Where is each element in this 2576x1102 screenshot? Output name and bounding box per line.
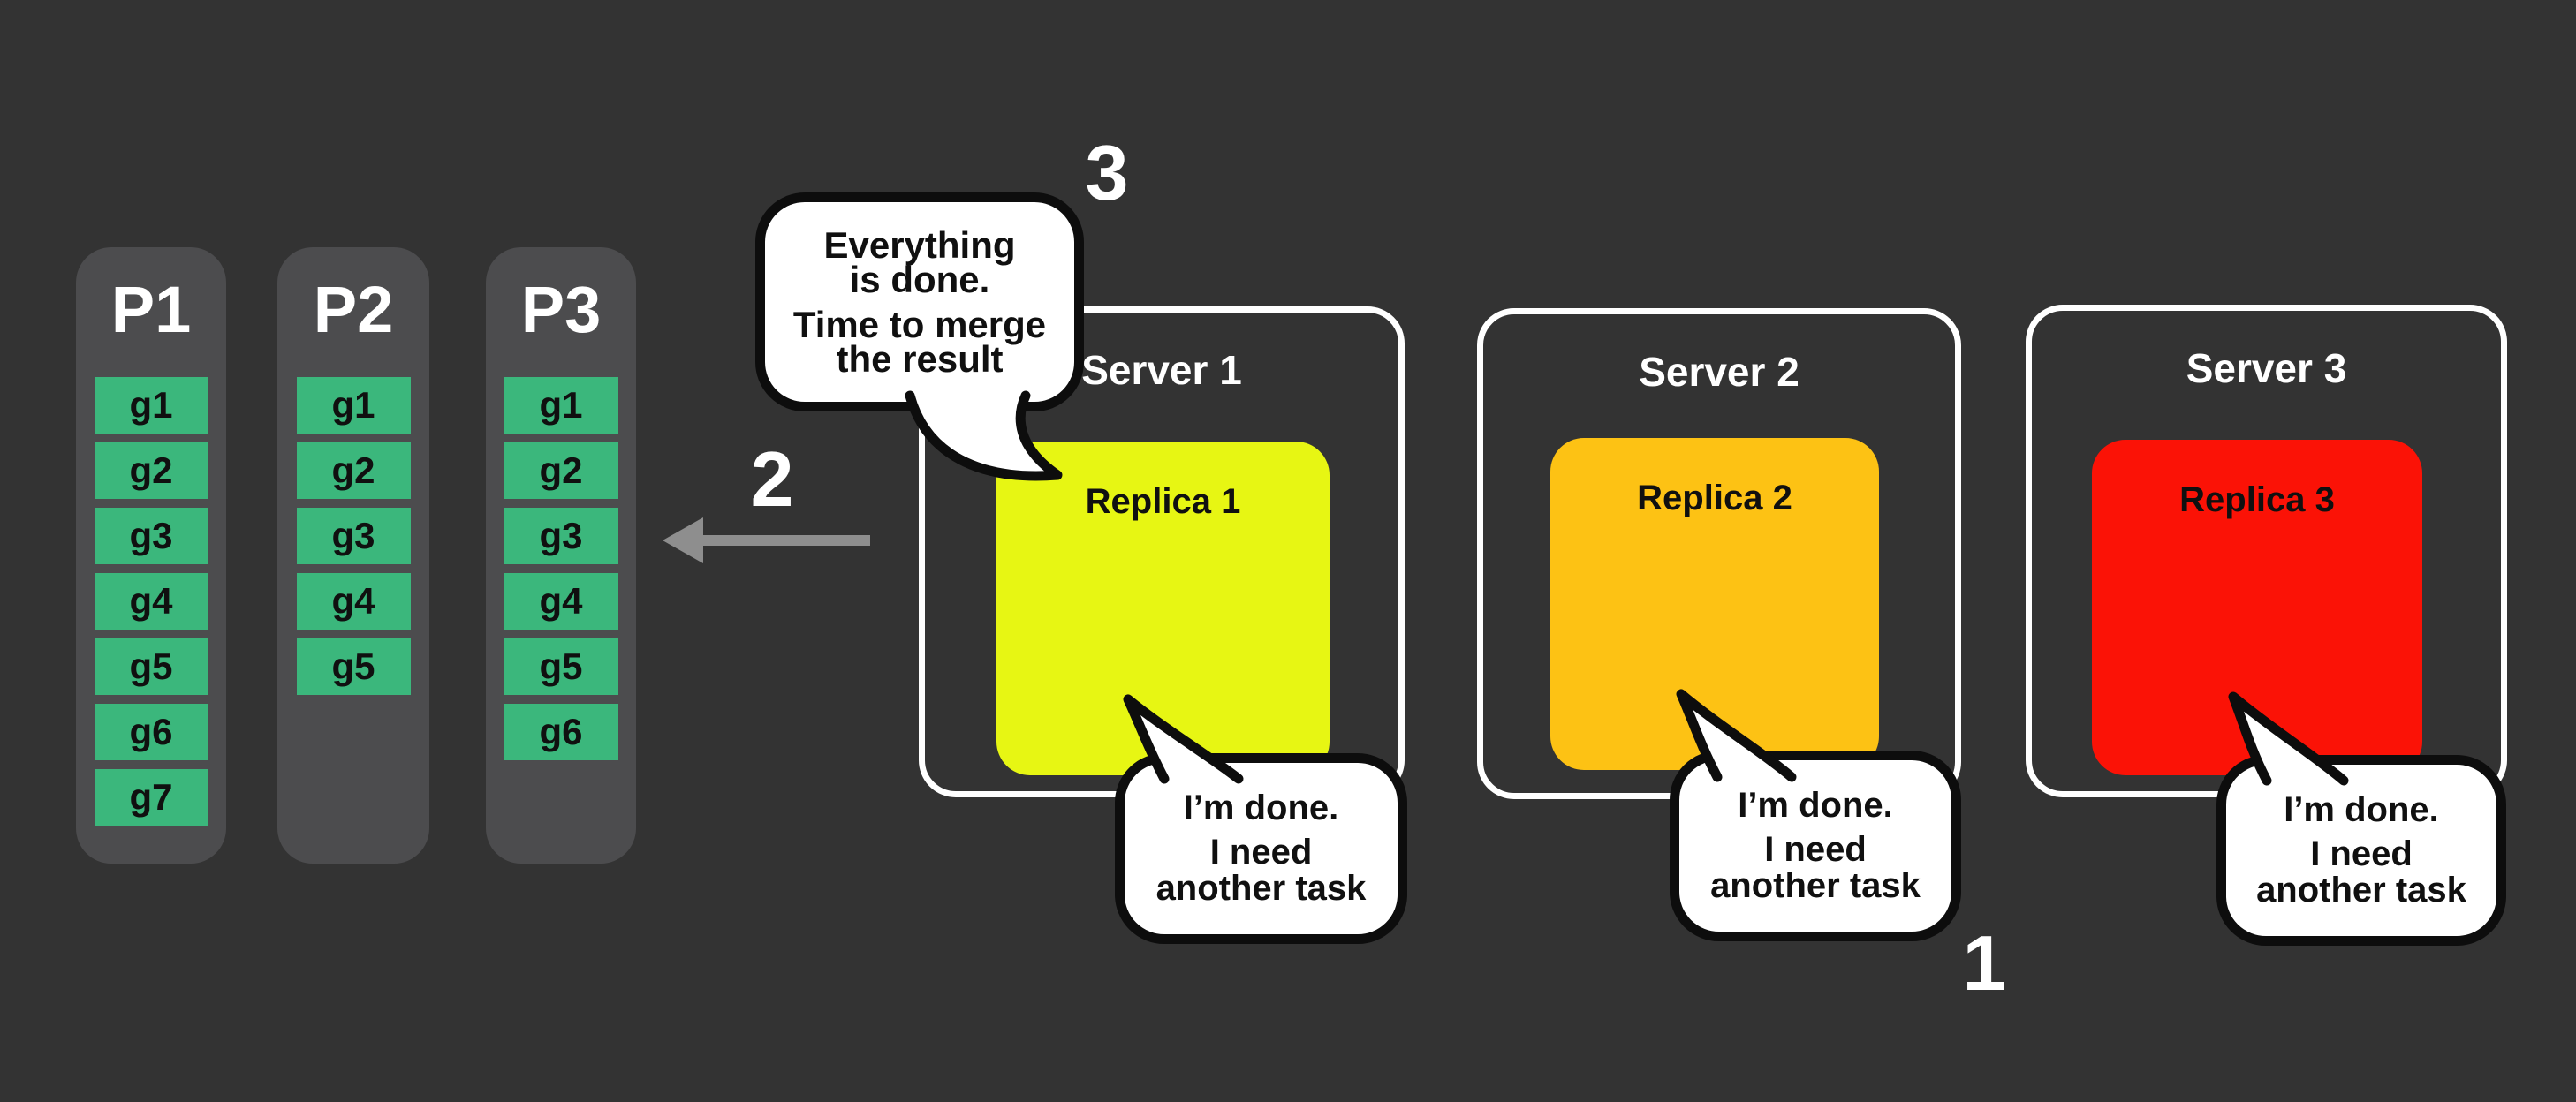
bubble-line: I’m done. xyxy=(1183,789,1339,827)
arrow-left-icon xyxy=(663,517,870,563)
task-chip: g7 xyxy=(94,769,208,826)
bubble-line: I need xyxy=(2310,834,2413,873)
replica-label: Replica 1 xyxy=(1085,482,1241,521)
partition-label: P2 xyxy=(313,273,394,346)
replica-label: Replica 3 xyxy=(2179,480,2335,519)
server-label: Server 2 xyxy=(1639,349,1799,395)
partition-column-p1: P1 g1 g2 g3 g4 g5 g6 g7 xyxy=(76,247,226,864)
task-chip: g4 xyxy=(94,573,208,630)
task-list: g1 g2 g3 g4 g5 xyxy=(296,377,411,695)
task-chip: g1 xyxy=(296,377,411,434)
task-list: g1 g2 g3 g4 g5 g6 g7 xyxy=(94,377,208,826)
step-number-1: 1 xyxy=(1962,919,2006,1007)
bubble-line: I need xyxy=(1764,830,1867,869)
partition-label: P3 xyxy=(520,273,602,346)
bubble-line: the result xyxy=(836,338,1004,380)
bubble-line: another task xyxy=(1155,869,1367,908)
partition-label: P1 xyxy=(110,273,192,346)
task-chip: g3 xyxy=(94,508,208,564)
bubble-line: another task xyxy=(1710,866,1921,905)
partition-column-p3: P3 g1 g2 g3 g4 g5 g6 xyxy=(486,247,636,864)
bubble-line: is done. xyxy=(849,259,990,300)
bubble-line: Everything xyxy=(823,224,1016,266)
server-label: Server 1 xyxy=(1081,347,1242,393)
bubble-line: Time to merge xyxy=(792,304,1047,345)
task-chip: g6 xyxy=(504,704,618,760)
task-chip: g1 xyxy=(504,377,618,434)
task-chip: g5 xyxy=(504,638,618,695)
task-chip: g2 xyxy=(296,442,411,499)
task-chip: g2 xyxy=(504,442,618,499)
step-number-2: 2 xyxy=(750,435,794,523)
merge-speech-bubble: Everything is done. Time to merge the re… xyxy=(755,192,1084,411)
replica-1-box: Replica 1 xyxy=(996,442,1330,775)
task-chip: g1 xyxy=(94,377,208,434)
partition-column-p2: P2 g1 g2 g3 g4 g5 xyxy=(277,247,429,864)
task-chip: g6 xyxy=(94,704,208,760)
replica-3-box: Replica 3 xyxy=(2092,440,2422,775)
task-list: g1 g2 g3 g4 g5 g6 xyxy=(504,377,618,760)
bubble-line: I’m done. xyxy=(1738,786,1893,825)
bubble-line: I’m done. xyxy=(2284,790,2439,829)
server-label: Server 3 xyxy=(2186,345,2347,391)
task-chip: g5 xyxy=(296,638,411,695)
task-chip: g4 xyxy=(296,573,411,630)
bubble-line: another task xyxy=(2256,871,2466,910)
task-chip: g4 xyxy=(504,573,618,630)
replica-2-box: Replica 2 xyxy=(1550,438,1879,770)
done-speech-bubble-1: I’m done. I need another task xyxy=(1115,753,1407,944)
done-speech-bubble-3: I’m done. I need another task xyxy=(2216,755,2506,946)
bubble-line: I need xyxy=(1209,833,1313,872)
task-chip: g3 xyxy=(504,508,618,564)
replica-label: Replica 2 xyxy=(1637,479,1792,517)
done-speech-bubble-2: I’m done. I need another task xyxy=(1670,751,1961,941)
task-chip: g2 xyxy=(94,442,208,499)
step-number-3: 3 xyxy=(1085,129,1129,216)
task-chip: g3 xyxy=(296,508,411,564)
task-chip: g5 xyxy=(94,638,208,695)
